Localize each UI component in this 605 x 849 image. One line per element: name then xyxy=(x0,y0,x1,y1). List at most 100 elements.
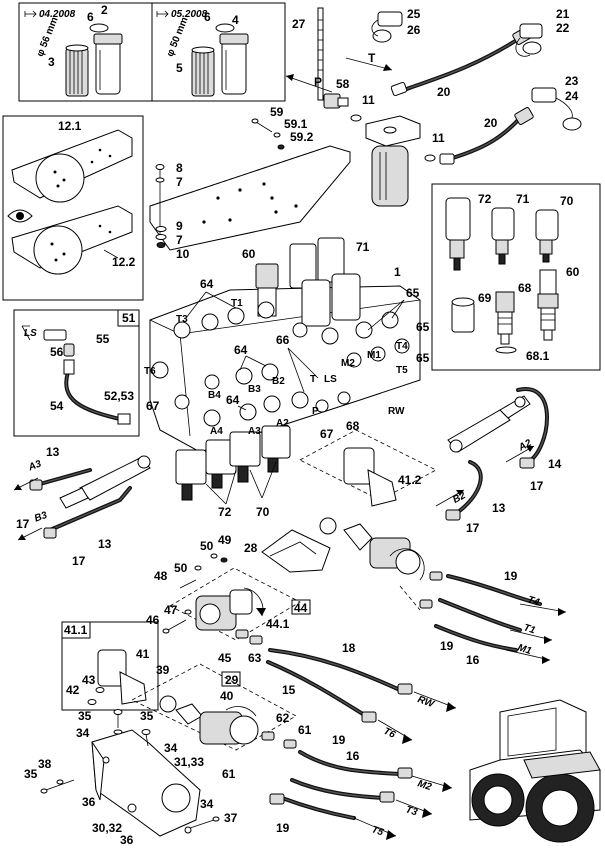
callout-67: 67 xyxy=(146,399,160,413)
port-label-m1: M1 xyxy=(367,350,381,361)
callout-44-1: 44.1 xyxy=(266,617,290,631)
callout-25: 25 xyxy=(407,7,421,21)
callout-61: 61 xyxy=(298,723,312,737)
callout-34: 34 xyxy=(164,741,178,755)
callout-47: 47 xyxy=(164,603,178,617)
callout-64: 64 xyxy=(200,277,214,291)
gear-39 xyxy=(159,695,177,713)
callout-69: 69 xyxy=(478,291,492,305)
port-label-b4: B4 xyxy=(208,390,221,401)
date-before-label: 04.2008 xyxy=(39,9,76,20)
filter-inset: 04.2008 05.2008 φ 56 mm φ 50 mm xyxy=(18,2,286,102)
callout-51: 51 xyxy=(122,311,136,325)
callout-19: 19 xyxy=(504,569,518,583)
callout-68-1: 68.1 xyxy=(526,349,550,363)
callout-16: 16 xyxy=(346,749,360,763)
port-label-a3: A3 xyxy=(248,426,261,437)
callout-59: 59 xyxy=(270,105,284,119)
callout-17: 17 xyxy=(530,479,544,493)
callout-14: 14 xyxy=(548,457,562,471)
solenoid-70 xyxy=(535,209,559,263)
callout-72: 72 xyxy=(478,192,492,206)
callout-37: 37 xyxy=(224,811,238,825)
callout-62: 62 xyxy=(276,711,290,725)
ls-inset: 51 LS 55 56 54 52,53 xyxy=(13,309,140,437)
dia-small-label: φ 56 mm xyxy=(35,16,61,59)
callout-42: 42 xyxy=(66,683,80,697)
motor-center-right: T4 T1 M1 19 19 16 xyxy=(319,517,567,667)
callout-61: 61 xyxy=(222,767,236,781)
callout-60: 60 xyxy=(242,247,256,261)
callout-41-1: 41.1 xyxy=(64,623,88,637)
callout-19: 19 xyxy=(332,733,346,747)
callout-72: 72 xyxy=(218,505,232,519)
callout-9: 9 xyxy=(176,219,183,233)
cylinder-left-assembly: A3 B3 13 17 13 17 xyxy=(13,445,151,568)
callout-71: 71 xyxy=(516,192,530,206)
callout-39: 39 xyxy=(156,663,170,677)
callout-64: 64 xyxy=(226,393,240,407)
callout-36: 36 xyxy=(120,833,134,847)
callout-68: 68 xyxy=(346,419,360,433)
callout-13: 13 xyxy=(492,501,506,515)
callout-19: 19 xyxy=(440,639,454,653)
filter-housing-4 xyxy=(219,33,249,95)
washer-9 xyxy=(155,226,167,232)
mounting-bracket-30: 35 34 35 34 38 35 31,33 36 30,32 36 34 3… xyxy=(24,709,238,847)
port-label-t6: T6 xyxy=(144,366,156,377)
nut-10 xyxy=(156,242,166,248)
callout-34: 34 xyxy=(76,726,90,740)
callout-52-53: 52,53 xyxy=(104,389,134,403)
callout-35: 35 xyxy=(24,767,38,781)
port-label-p: P xyxy=(312,406,319,417)
fitting-56 xyxy=(63,343,75,357)
port-label-p: P xyxy=(314,75,322,89)
filter-element-large xyxy=(191,46,215,97)
callout-46: 46 xyxy=(146,613,160,627)
valve-solenoids-71 xyxy=(289,237,361,327)
callout-18: 18 xyxy=(342,641,356,655)
callout-65: 65 xyxy=(406,286,420,300)
bracket-inset: 12.1 12.2 xyxy=(2,115,144,301)
cover-28: 28 xyxy=(244,529,331,573)
filter-element-small xyxy=(65,44,89,97)
callout-17: 17 xyxy=(16,517,30,531)
callout-10: 10 xyxy=(176,247,190,261)
seal-11b xyxy=(424,154,436,162)
port-label-a3: A3 xyxy=(26,458,43,473)
o-ring-68-1 xyxy=(495,346,517,354)
valve-detail-inset: 72 71 70 69 68 60 68.1 xyxy=(431,183,601,371)
port-label-t1: T1 xyxy=(231,298,243,309)
o-ring-6a xyxy=(89,23,109,33)
port-label-rw: RW xyxy=(388,406,405,417)
callout-7: 7 xyxy=(176,233,183,247)
port-label-ls: LS xyxy=(324,374,337,385)
dia-large-label: φ 50 mm xyxy=(165,16,191,59)
callout-56: 56 xyxy=(50,345,64,359)
callout-68: 68 xyxy=(518,281,532,295)
fitting-55 xyxy=(43,329,67,341)
callout-23: 23 xyxy=(565,74,579,88)
port-label-t: T xyxy=(368,51,376,65)
solenoid-coils-70 xyxy=(229,425,291,483)
port-label-a2: A2 xyxy=(276,418,289,429)
date-after-label: 05.2008 xyxy=(171,9,208,20)
hydraulic-cylinder xyxy=(447,395,531,453)
port-label-t5: T5 xyxy=(396,365,408,376)
gearbox-inset-41-1: 41.1 41 43 42 xyxy=(61,621,159,711)
callout-16: 16 xyxy=(466,653,480,667)
port-label-t4: T4 xyxy=(526,594,541,608)
fitting-58 xyxy=(323,93,349,109)
coupler-25-26 xyxy=(371,11,403,43)
port-label-m2: M2 xyxy=(416,778,433,793)
callout-48: 48 xyxy=(154,569,168,583)
callout-38: 38 xyxy=(38,757,52,771)
callout-35: 35 xyxy=(140,709,154,723)
port-label-m2: M2 xyxy=(341,358,355,369)
port-label-b3: B3 xyxy=(248,384,261,395)
pressure-line-assembly: P T 58 11 11 20 20 xyxy=(285,7,582,207)
port-label-t4: T4 xyxy=(396,341,408,352)
port-label-ls: LS xyxy=(24,328,37,339)
callout-35: 35 xyxy=(78,709,92,723)
